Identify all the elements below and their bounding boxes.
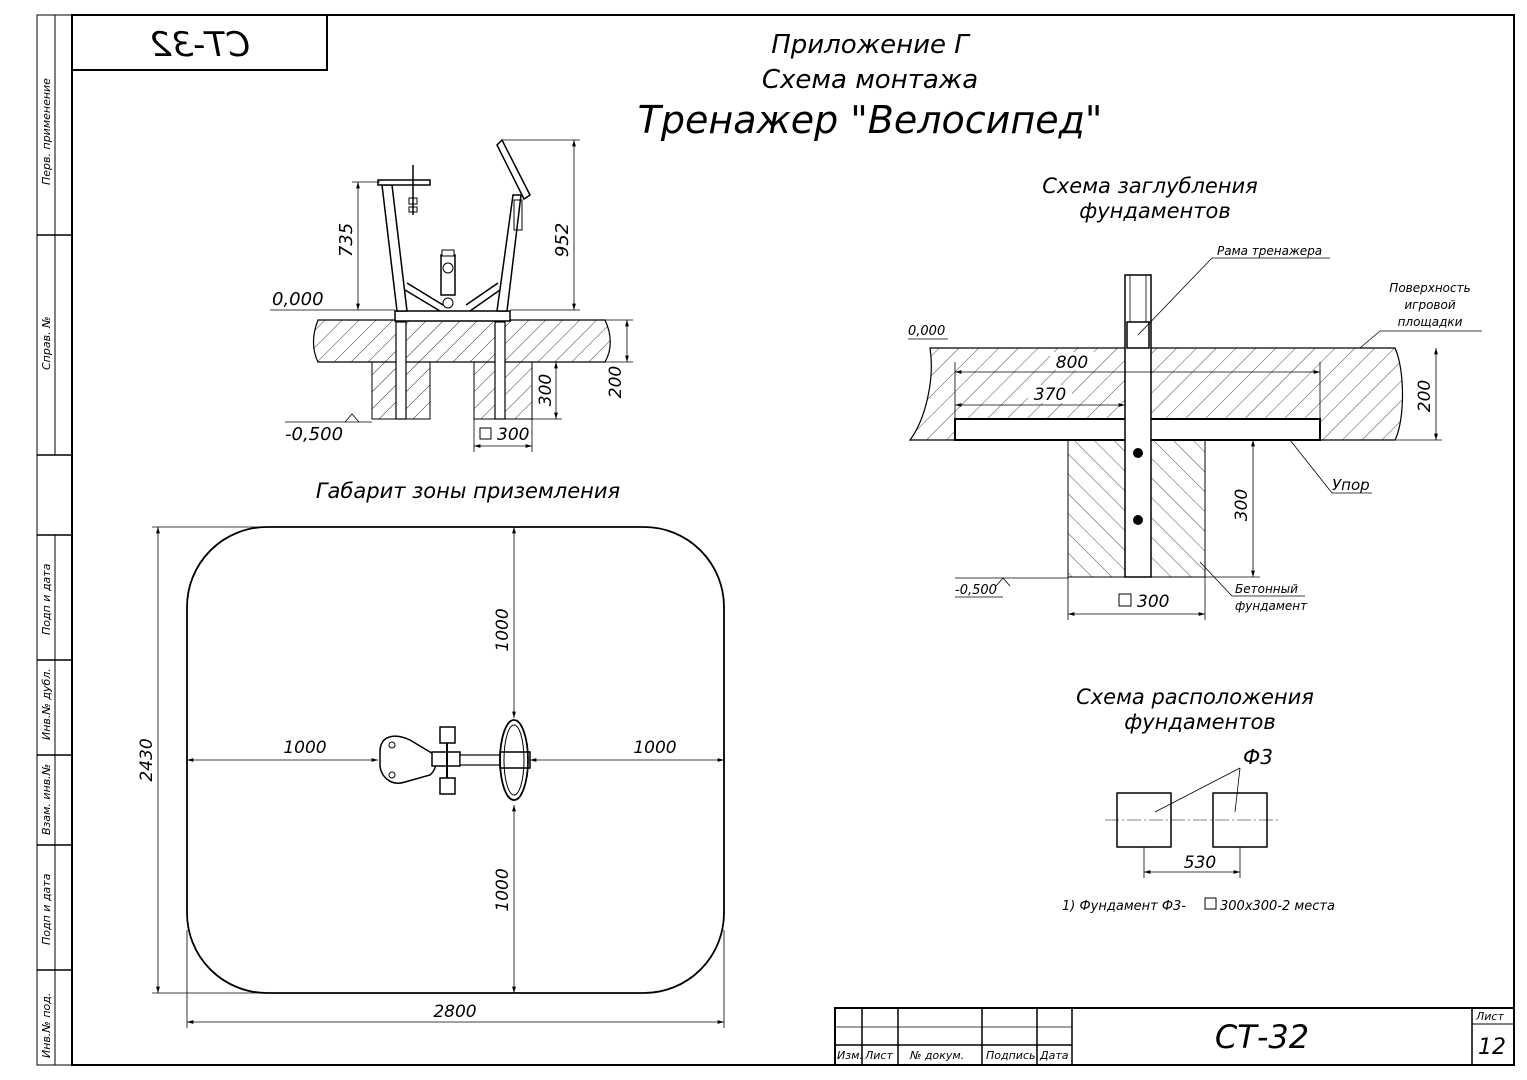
surface-label-1: Поверхность xyxy=(1389,281,1470,295)
landing-dim-right: 1000 xyxy=(633,738,676,758)
frame-label: Рама тренажера xyxy=(1217,244,1322,258)
depth-level-zero: 0,000 xyxy=(908,324,945,339)
layout-dim-530: 530 xyxy=(1184,853,1216,873)
depth-title-2: фундаментов xyxy=(1079,199,1230,223)
depth-dim-300: 300 xyxy=(1232,489,1252,521)
handlebar-top-view xyxy=(499,719,529,801)
title-block: Изм. Лист № докум. Подпись Дата СТ-32 Ли… xyxy=(834,1007,1515,1066)
dim-735: 735 xyxy=(336,223,357,257)
foundation-depth-view: Схема заглубления фундаментов Рама трена… xyxy=(908,174,1482,620)
landing-dim-left: 1000 xyxy=(283,738,326,758)
dim-300-v: 300 xyxy=(536,374,556,406)
frame-post xyxy=(1124,274,1152,578)
perv-primenenie-label: Перв. применение xyxy=(40,78,53,185)
inv-pod-label: Инв.№ под. xyxy=(40,993,53,1058)
landing-dim-top: 1000 xyxy=(493,608,513,651)
tb-doc-no: № докум. xyxy=(909,1049,964,1062)
landing-dim-width: 2800 xyxy=(433,1002,476,1022)
seat-top xyxy=(377,179,431,186)
tb-sheet-label: Лист xyxy=(1475,1010,1504,1023)
dim-200-v: 200 xyxy=(606,366,626,398)
dim-sq300: 300 xyxy=(497,425,529,445)
depth-level-minus: -0,500 xyxy=(955,583,997,598)
concrete-label-2: фундамент xyxy=(1235,599,1308,613)
inv-dubl-label: Инв.№ дубл. xyxy=(40,668,53,740)
tb-list: Лист xyxy=(864,1049,893,1062)
side-strip: Перв. применение Справ. № Подп и дата Ин… xyxy=(37,15,72,1065)
tb-podpis: Подпись xyxy=(986,1049,1035,1062)
tb-code: СТ-32 xyxy=(1215,1018,1309,1056)
vzam-inv-label: Взам. инв.№ xyxy=(40,764,53,835)
tb-izm: Изм. xyxy=(837,1049,863,1062)
layout-note-2: 300х300-2 места xyxy=(1220,899,1335,914)
podp-data-label-1: Подп и дата xyxy=(40,563,53,635)
stop-label: Упор xyxy=(1332,476,1370,494)
surface-label-2: игровой xyxy=(1404,298,1455,312)
podp-data-label-2: Подп и дата xyxy=(40,873,53,945)
elevation-view: 0,000 -0,500 735 952 300 200 300 xyxy=(270,138,633,452)
scheme-title: Схема монтажа xyxy=(762,65,978,95)
layout-title-2: фундаментов xyxy=(1124,710,1275,734)
sprav-no-label: Справ. № xyxy=(40,316,53,370)
foundation-layout-view: Схема расположения фундаментов Ф3 530 1)… xyxy=(1062,685,1335,914)
surface-label-3: площадки xyxy=(1398,315,1463,329)
landing-dim-height: 2430 xyxy=(137,738,157,781)
foundation-marker: Ф3 xyxy=(1243,745,1273,769)
layout-title-1: Схема расположения xyxy=(1076,685,1314,709)
tb-sheet-no: 12 xyxy=(1478,1035,1506,1060)
layout-note: 1) Фундамент Ф3- xyxy=(1062,899,1186,914)
tb-data: Дата xyxy=(1039,1049,1069,1062)
level-zero: 0,000 xyxy=(272,289,324,310)
code-box xyxy=(71,14,328,71)
product-title: Тренажер "Велосипед" xyxy=(638,98,1103,142)
inner-frame xyxy=(71,14,1515,1066)
dim-800: 800 xyxy=(1056,353,1088,373)
landing-dim-bottom: 1000 xyxy=(493,868,513,911)
level-minus: -0,500 xyxy=(285,424,343,445)
landing-title: Габарит зоны приземления xyxy=(316,479,620,503)
depth-title-1: Схема заглубления xyxy=(1042,174,1258,198)
base-beam xyxy=(394,310,511,322)
handlebar xyxy=(496,138,531,201)
mirrored-code: СТ-32 xyxy=(150,25,250,65)
dim-952: 952 xyxy=(552,223,573,257)
landing-zone-view: Габарит зоны приземления 1000 1000 1000 … xyxy=(137,479,725,1028)
appendix-title: Приложение Г xyxy=(771,30,971,60)
depth-dim-200: 200 xyxy=(1415,380,1435,412)
depth-dim-sq300: 300 xyxy=(1137,592,1169,612)
seat-top-view xyxy=(379,735,438,784)
concrete-label-1: Бетонный xyxy=(1235,582,1298,596)
dim-370: 370 xyxy=(1034,385,1066,405)
ground-slab xyxy=(312,319,611,363)
